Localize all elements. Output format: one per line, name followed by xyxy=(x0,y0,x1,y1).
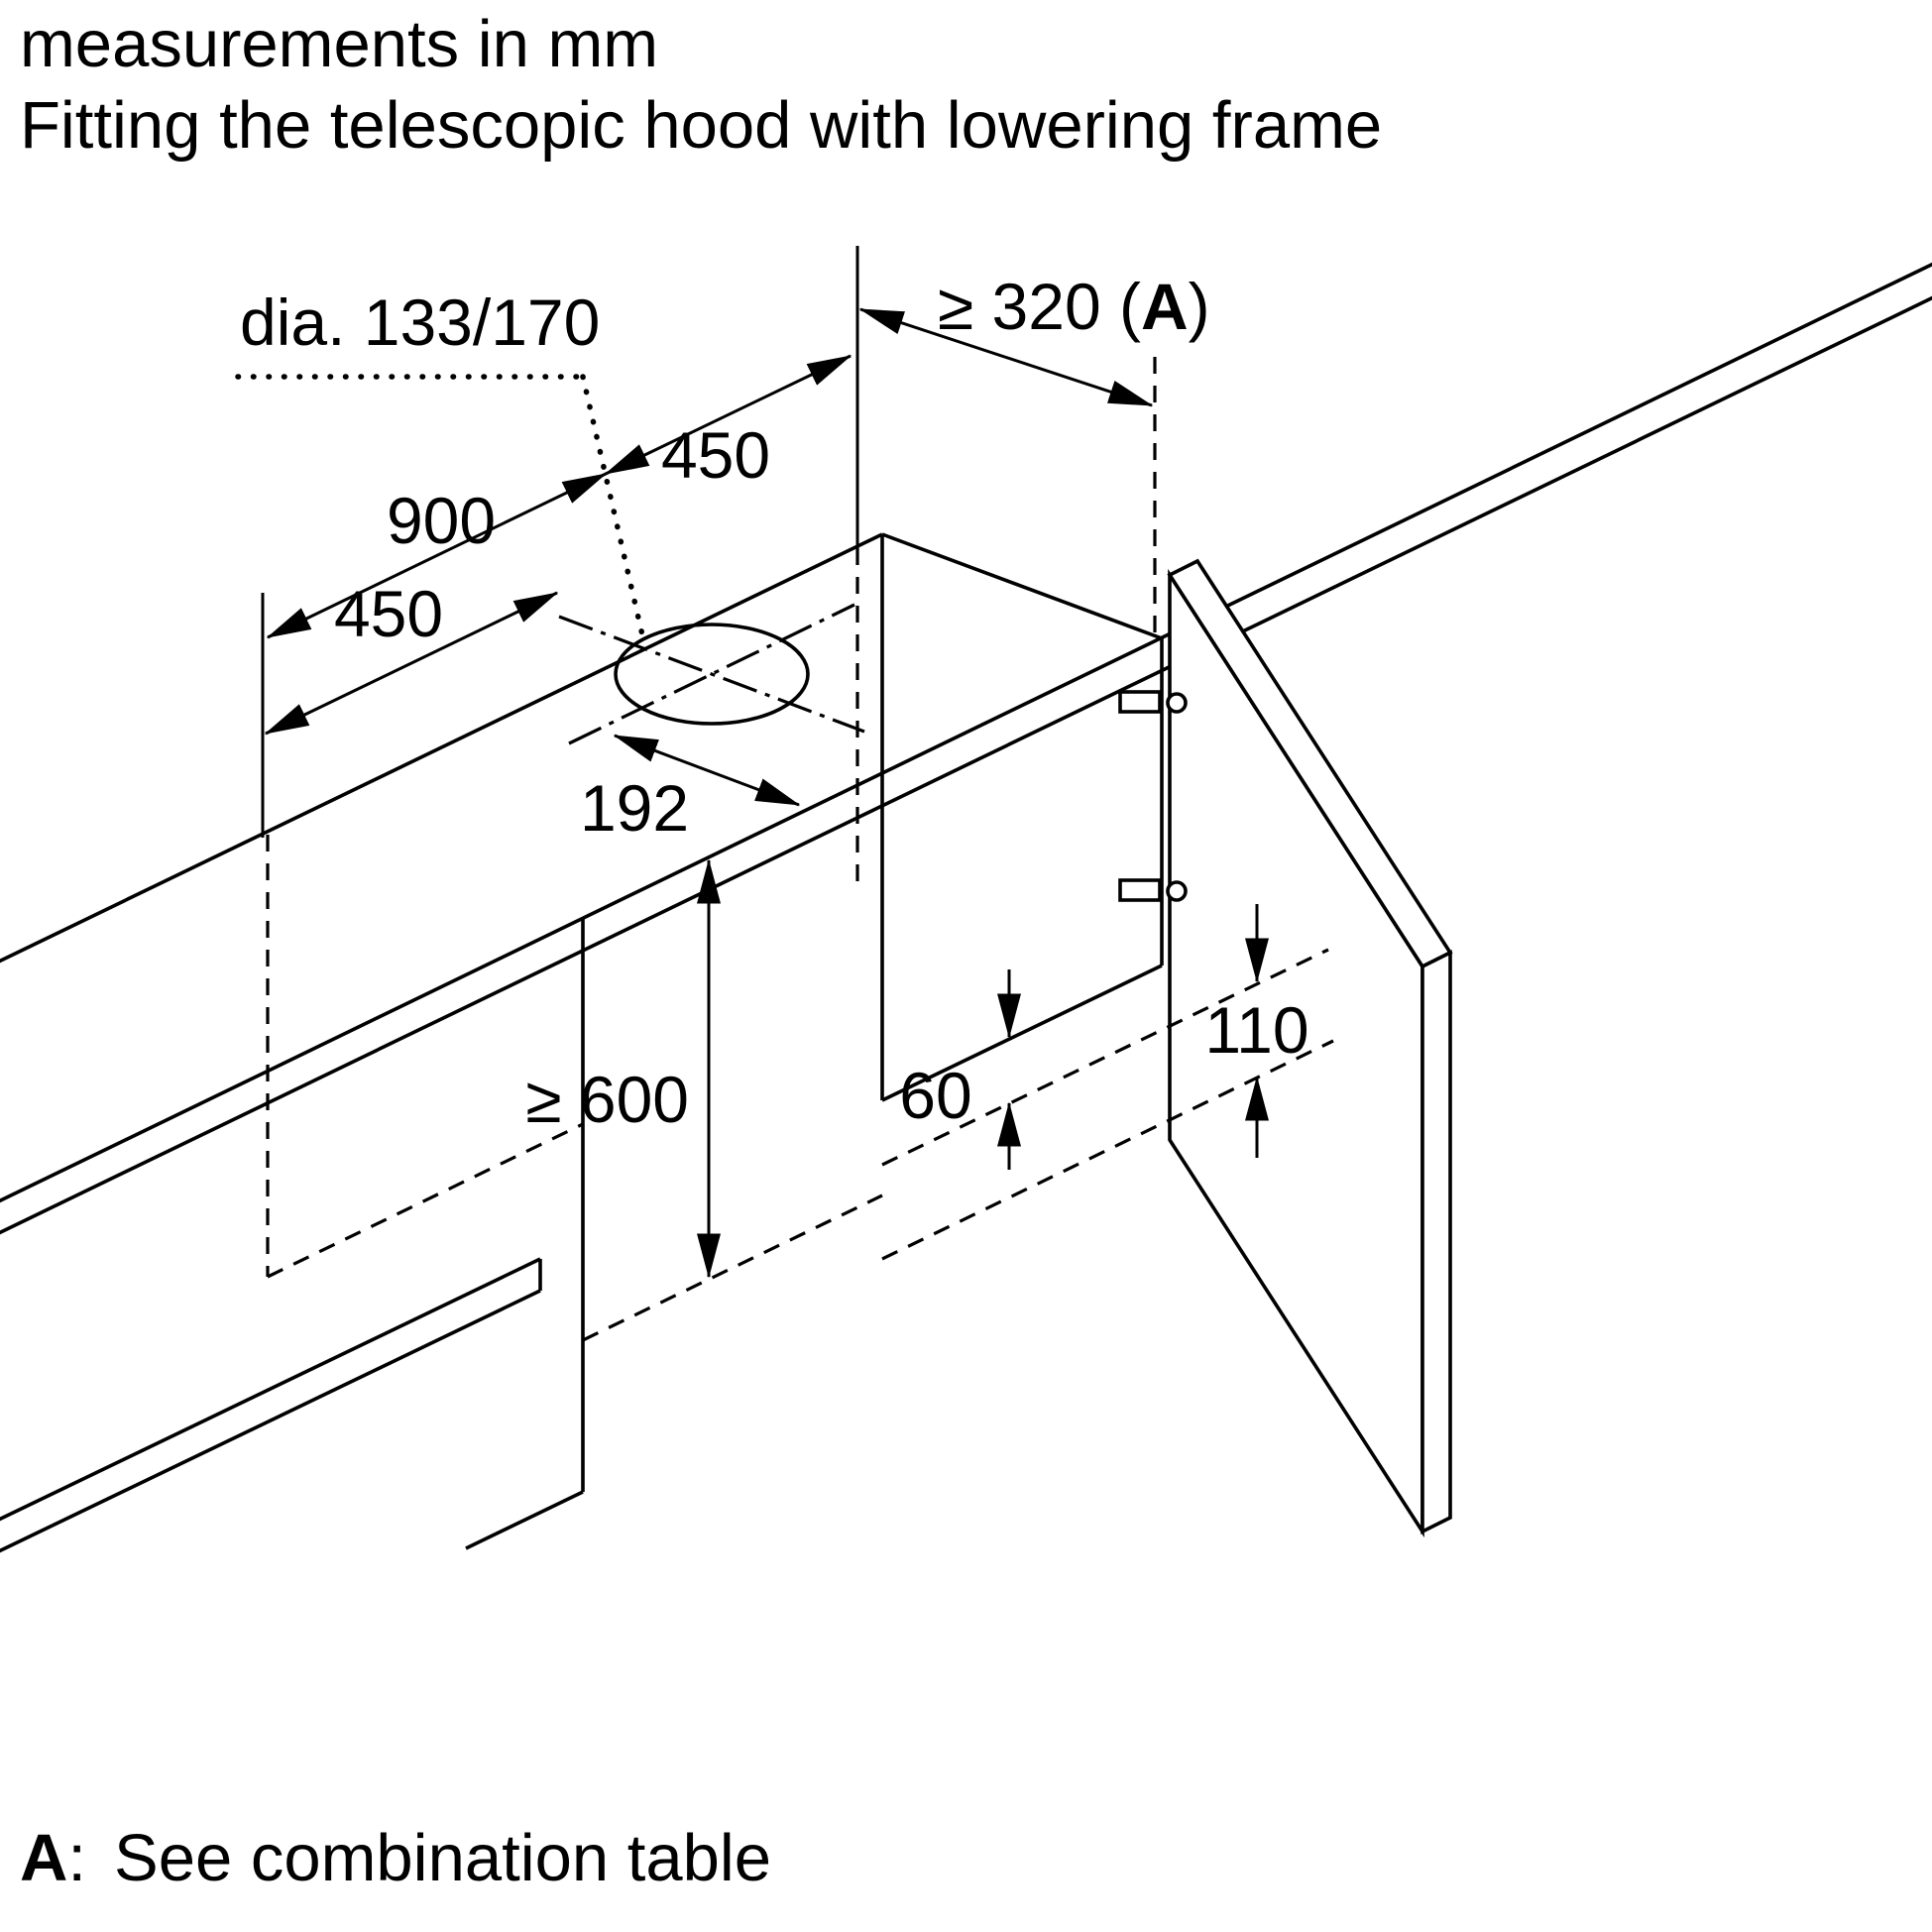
footnote: A: See combination table xyxy=(20,1820,771,1896)
title-line-fitting: Fitting the telescopic hood with lowerin… xyxy=(20,87,1383,163)
leader-diagonal-dotted-line xyxy=(580,374,646,642)
worktop-back-edge-line xyxy=(0,1257,541,1522)
worktop-thickness-line xyxy=(0,1289,541,1553)
hidden-edges xyxy=(266,357,1157,1342)
dim-320-line xyxy=(858,307,1154,407)
cabinet-wall-top-edge-line xyxy=(881,532,1163,640)
band-front-edge-line xyxy=(0,262,1932,1203)
dim-label-600: ≥ 600 xyxy=(525,1063,689,1136)
reference-lines xyxy=(261,246,859,838)
clearance-letter: A xyxy=(1141,270,1189,343)
dim-label-diameter: dia. 133/170 xyxy=(240,285,600,359)
worktop xyxy=(0,1257,542,1553)
dim-label-450-front: 450 xyxy=(334,577,443,650)
dim-450-right-line xyxy=(604,354,852,476)
dim-label-110: 110 xyxy=(1204,993,1308,1067)
duct-hole-ellipse xyxy=(614,623,810,726)
footnote-separator: : xyxy=(67,1821,87,1895)
dim-label-900: 900 xyxy=(387,484,496,557)
visor-bottom-edge-line xyxy=(465,1490,584,1550)
dimension-labels: dia. 133/170 900 450 450 ≥ 320 (A) 192 ≥… xyxy=(240,270,1309,1136)
frame-bottom-hidden-line xyxy=(267,1122,584,1279)
hinge-bottom-pin-icon xyxy=(1166,880,1188,902)
dim-450-front-line xyxy=(264,591,559,736)
footnote-text: See combination table xyxy=(114,1821,772,1895)
band-back-edge-line xyxy=(0,532,883,964)
dimension-lines xyxy=(264,307,1269,1279)
door-side-edge xyxy=(1421,950,1452,1534)
cabinet-door xyxy=(1167,558,1453,1538)
hole-centerline-depth xyxy=(558,615,865,734)
page-title: measurements in mm Fitting the telescopi… xyxy=(20,4,1382,166)
hinge-top-pin-icon xyxy=(1166,692,1188,714)
wall-cabinet-band xyxy=(0,262,1932,1550)
title-line-units: measurements in mm xyxy=(20,7,659,81)
clearance-suffix: ) xyxy=(1189,270,1210,343)
frame-raised-hidden-line xyxy=(881,948,1329,1167)
hinge-bottom-plate xyxy=(1118,878,1162,902)
dim-label-clearance-a: ≥ 320 (A) xyxy=(938,270,1210,343)
adjacent-cabinet xyxy=(880,532,1164,1102)
hole-centerline-run xyxy=(568,603,855,745)
duct-hole xyxy=(558,603,865,745)
dim-label-192: 192 xyxy=(580,771,689,845)
hob-surface-hidden-line xyxy=(582,1193,883,1342)
dim-label-60: 60 xyxy=(899,1059,971,1132)
hinge-top-plate xyxy=(1118,690,1162,714)
band-front-thickness-line xyxy=(0,295,1932,1235)
diameter-leader xyxy=(235,374,646,642)
cabinet-bottom-edge-line xyxy=(881,964,1163,1102)
dim-label-450-right: 450 xyxy=(661,418,770,492)
clearance-prefix: ≥ 320 ( xyxy=(938,270,1141,343)
hinges xyxy=(1118,690,1188,902)
dim-192-line xyxy=(613,734,801,807)
footnote-letter: A xyxy=(20,1821,68,1895)
